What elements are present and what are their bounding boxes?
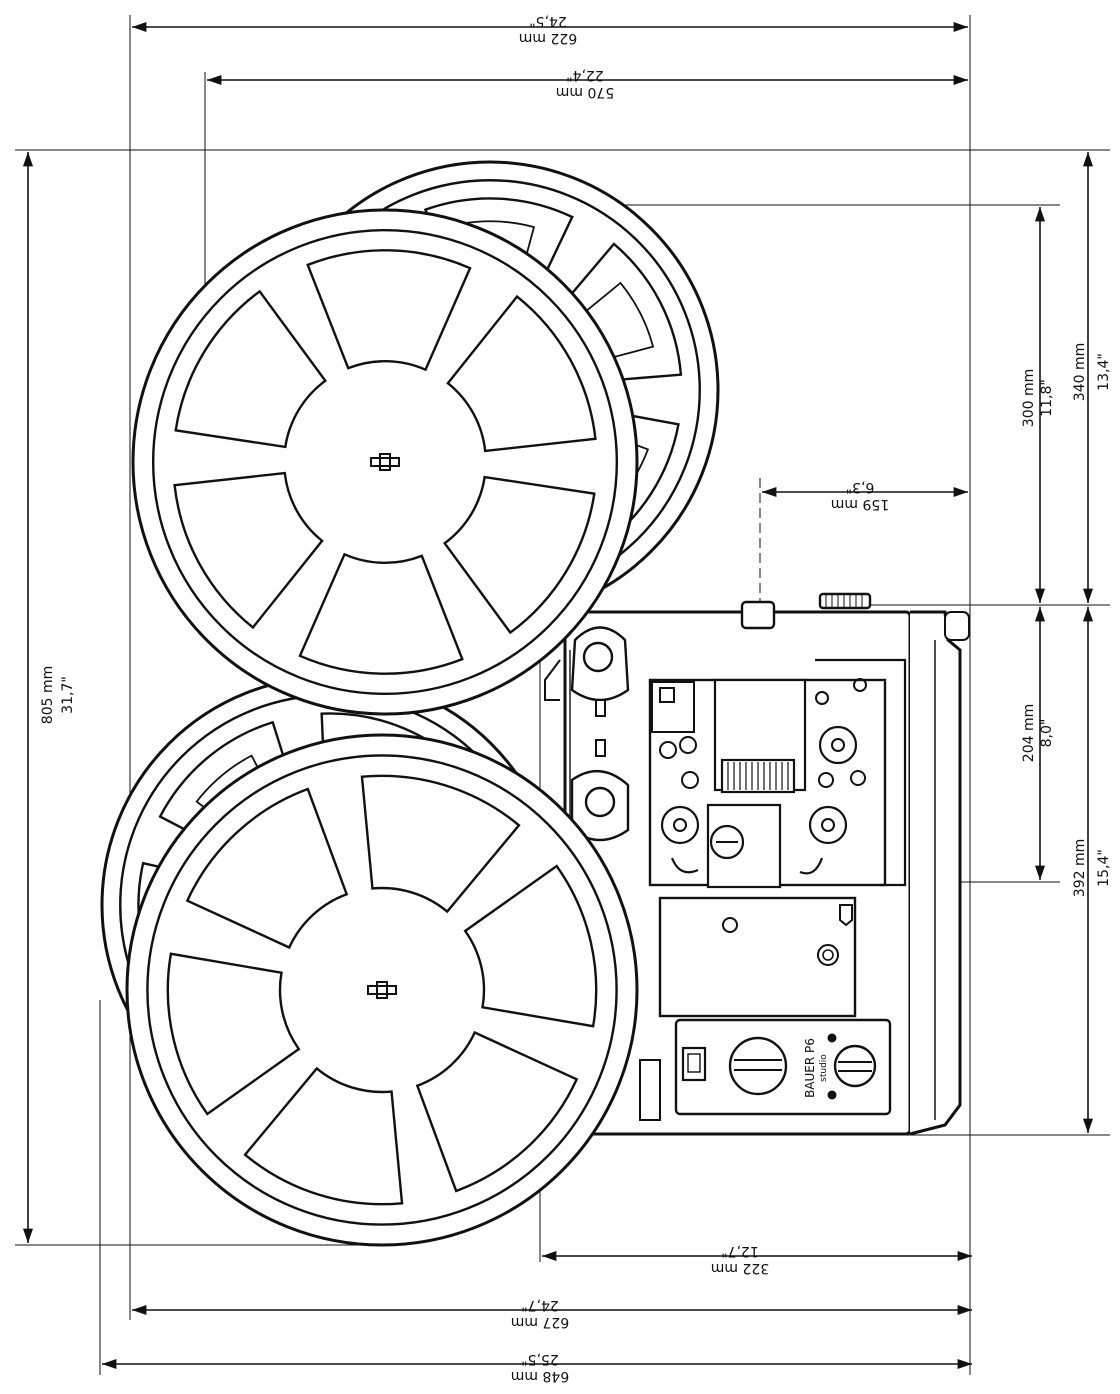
lower-reel-window xyxy=(185,787,349,950)
upper-reel-window xyxy=(298,552,464,675)
brand-label-group: BAUER P6 studio xyxy=(803,1038,829,1098)
dial-right xyxy=(833,1044,877,1088)
model-label: studio xyxy=(819,1054,829,1082)
dim-322-inch: 12,7" xyxy=(721,1243,759,1259)
dim-648-inch: 25,5" xyxy=(521,1351,559,1367)
brand-label: BAUER P6 xyxy=(803,1038,817,1098)
lower-cover xyxy=(658,896,857,1018)
lower-reel-window xyxy=(166,952,301,1116)
dim-300-mm: 300 mm xyxy=(1021,369,1037,427)
projector-body xyxy=(544,592,970,1136)
dim-204-inch: 8,0" xyxy=(1039,719,1055,748)
dim-805-mm: 805 mm xyxy=(40,666,56,724)
upper-reel-window xyxy=(174,289,327,449)
dim-204-mm: 204 mm xyxy=(1021,704,1037,762)
dim-300-inch: 11,8" xyxy=(1039,379,1055,417)
lower-reel-window xyxy=(463,864,598,1028)
dimension-lines xyxy=(22,21,1094,1370)
dim-805-inch: 31,7" xyxy=(60,676,76,714)
dim-570-mm: 570 mm xyxy=(556,84,614,100)
side-knob xyxy=(944,611,970,641)
dim-627-inch: 24,7" xyxy=(521,1297,559,1313)
upper-reel xyxy=(131,208,639,716)
lower-reel-window xyxy=(360,774,521,914)
lower-reel-window xyxy=(415,1030,579,1193)
reels xyxy=(100,160,720,1247)
dim-322-mm: 322 mm xyxy=(711,1260,769,1276)
dim-648-mm: 648 mm xyxy=(511,1368,569,1384)
dim-340-mm: 340 mm xyxy=(1072,343,1088,401)
lower-reel-window xyxy=(243,1066,404,1206)
upper-reel-window xyxy=(446,294,597,453)
top-knob-left xyxy=(740,600,776,630)
dim-159-inch: 6,3" xyxy=(846,479,875,495)
dim-570-inch: 22,4" xyxy=(566,67,604,83)
dim-627-mm: 627 mm xyxy=(511,1314,569,1330)
dim-392-mm: 392 mm xyxy=(1072,839,1088,897)
dim-392-inch: 15,4" xyxy=(1096,849,1112,887)
upper-reel-window xyxy=(306,249,472,372)
dial-left xyxy=(728,1036,788,1096)
upper-reel-window xyxy=(443,475,596,635)
dim-159-mm: 159 mm xyxy=(831,496,889,512)
upper-reel-window xyxy=(173,471,324,630)
dim-622-inch: 24,5" xyxy=(529,13,567,29)
dimension-labels: 622 mm 24,5" 570 mm 22,4" 159 mm 6,3" 32… xyxy=(40,13,1112,1384)
dim-340-inch: 13,4" xyxy=(1096,353,1112,391)
dim-622-mm: 622 mm xyxy=(519,30,577,46)
lower-reel xyxy=(125,733,639,1247)
